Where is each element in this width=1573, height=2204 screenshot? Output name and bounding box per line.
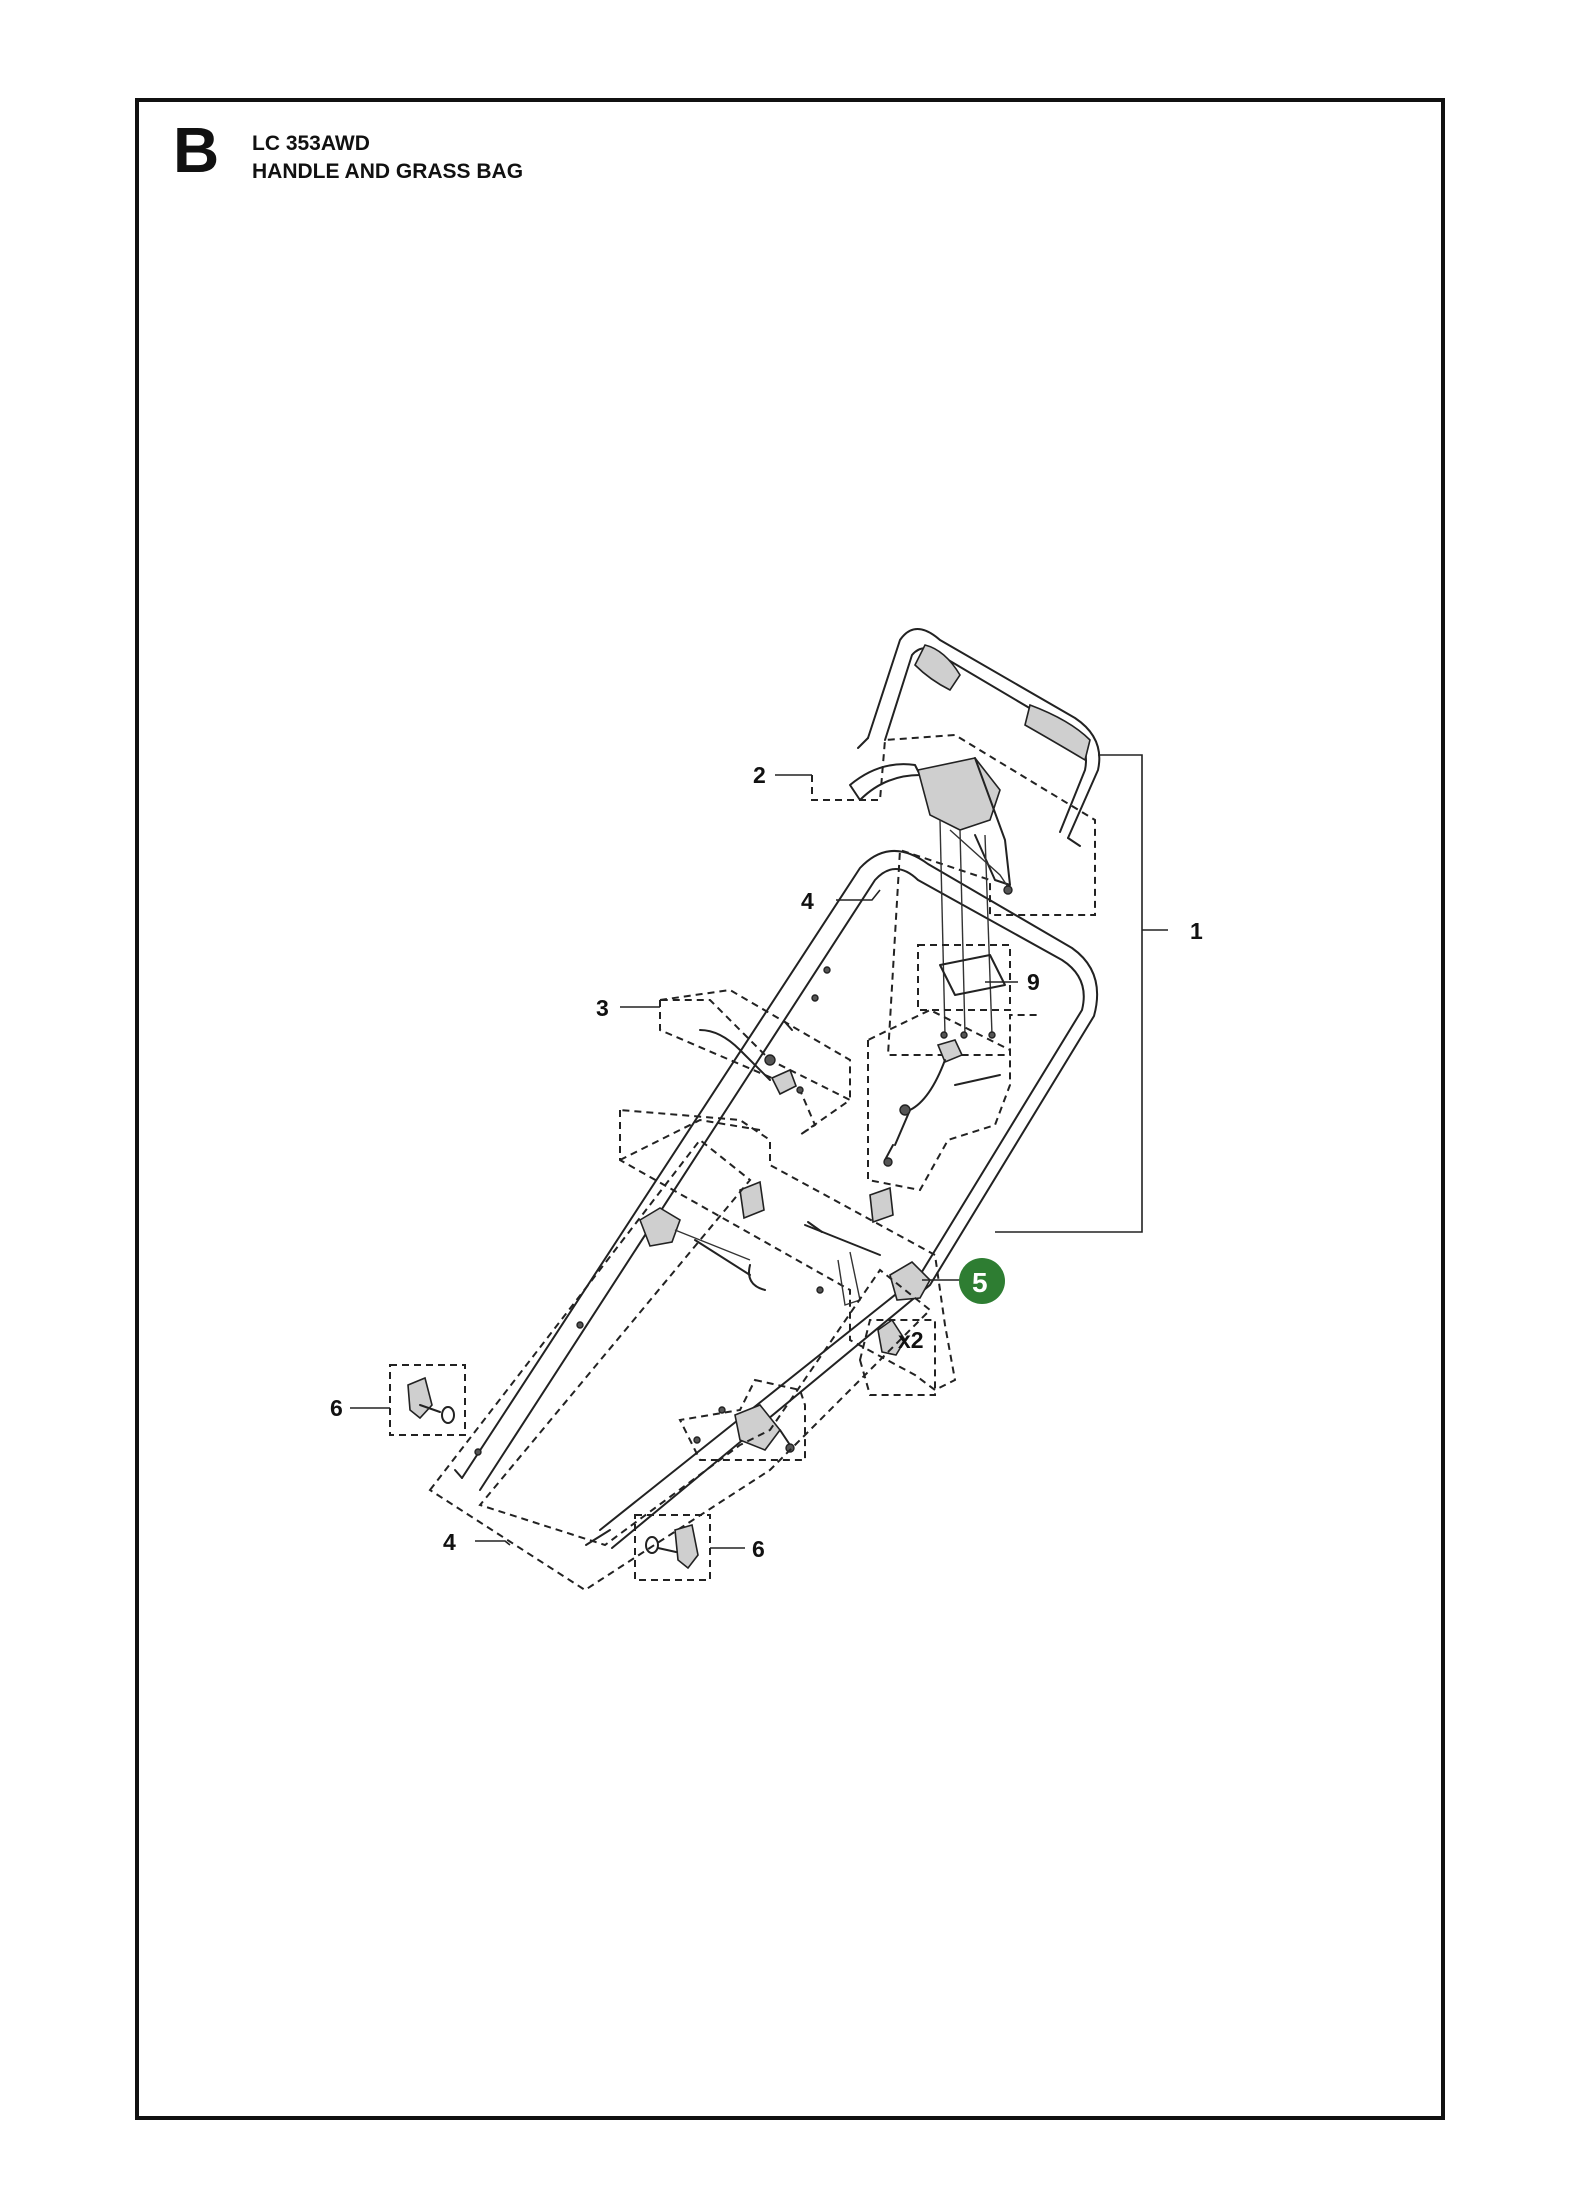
group-outline-2	[811, 733, 1096, 1056]
section-letter: B	[173, 114, 220, 186]
callout-1: 1	[1190, 918, 1203, 944]
callout-5: 5	[972, 1267, 988, 1298]
lever-part-6-left	[407, 1376, 455, 1424]
top-handlebar	[857, 628, 1101, 847]
group-outline-6-right	[634, 1514, 711, 1581]
callout-6-left: 6	[330, 1395, 343, 1421]
page-frame	[135, 98, 1445, 2120]
group-outline-right-cable	[867, 1008, 1011, 1192]
group-outline-5	[619, 1109, 957, 1392]
group-outline-4-bottom	[428, 1138, 932, 1592]
handle-frame	[454, 850, 1099, 1549]
group-outline-3	[659, 999, 852, 1136]
lever-part-6-right	[645, 1523, 699, 1570]
plate-part-9	[917, 944, 1011, 1011]
callout-5-highlight	[959, 1258, 1005, 1304]
callout-9: 9	[1027, 969, 1040, 995]
model-name: LC 353AWD	[252, 132, 370, 155]
callout-6-right: 6	[752, 1536, 765, 1562]
group-outline-6-left	[389, 1364, 466, 1436]
right-cable	[883, 1039, 1001, 1167]
leader-lines	[350, 754, 1168, 1549]
callout-4-bottom: 4	[443, 1529, 456, 1555]
group-outline-lower	[678, 1378, 806, 1461]
section-title: HANDLE AND GRASS BAG	[252, 160, 524, 183]
callout-4-top: 4	[801, 888, 814, 914]
lower-knob	[718, 1404, 795, 1453]
callout-3: 3	[596, 995, 609, 1021]
left-cable	[699, 1021, 804, 1096]
callout-2: 2	[753, 762, 766, 788]
knob-assembly	[639, 1180, 931, 1356]
callout-x2: x2	[898, 1327, 924, 1353]
rail-bolts	[474, 966, 831, 1456]
control-box	[849, 757, 1013, 1039]
